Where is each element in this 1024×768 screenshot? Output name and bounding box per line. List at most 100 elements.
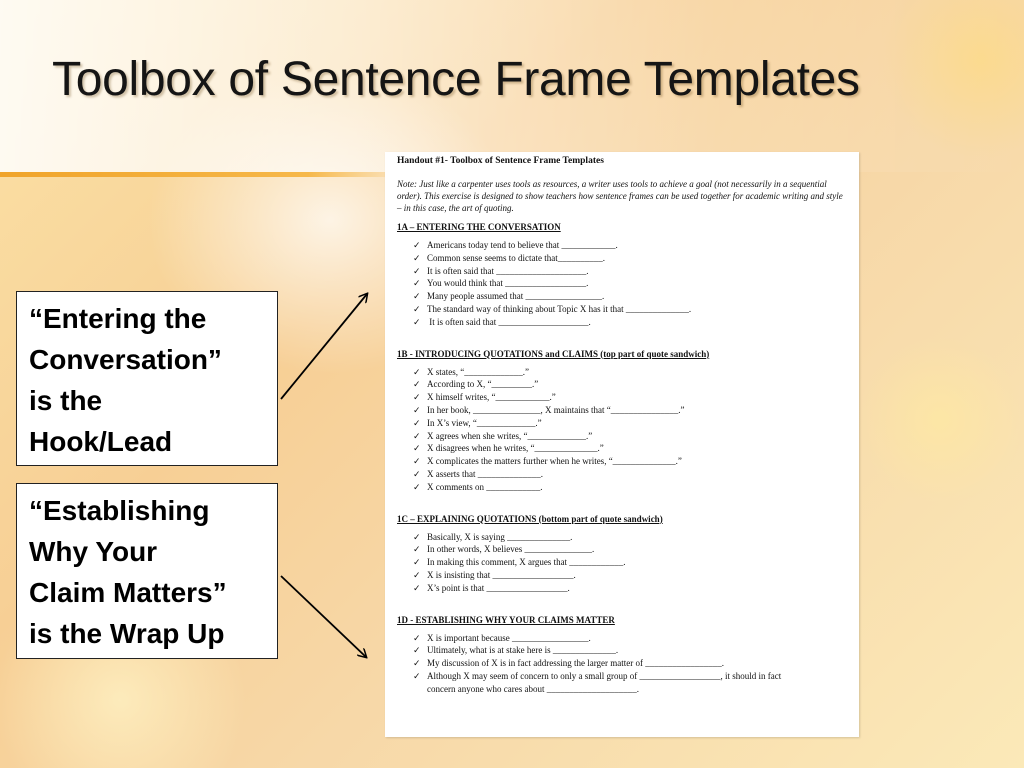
section-heading: 1A – ENTERING THE CONVERSATION <box>397 222 561 232</box>
check-icon: ✓ <box>413 291 421 302</box>
check-icon: ✓ <box>413 379 421 390</box>
check-icon: ✓ <box>413 544 421 555</box>
list-item: ✓ X asserts that ______________. <box>413 468 849 481</box>
list-item-text: X comments on ____________. <box>427 481 543 492</box>
check-icon: ✓ <box>413 481 421 492</box>
handout-section: 1C – EXPLAINING QUOTATIONS (bottom part … <box>397 514 849 595</box>
check-icon: ✓ <box>413 430 421 441</box>
list-item-text: The standard way of thinking about Topic… <box>427 303 692 314</box>
list-item-text: Americans today tend to believe that ___… <box>427 240 618 250</box>
list-item-text: X is insisting that __________________. <box>427 569 576 580</box>
slide-title: Toolbox of Sentence Frame Templates <box>52 53 860 106</box>
list-item-text: X is important because _________________… <box>427 632 591 643</box>
handout-section: 1D - ESTABLISHING WHY YOUR CLAIMS MATTER… <box>397 615 849 696</box>
list-item: ✓ You would think that __________________… <box>413 277 849 290</box>
list-item-text: X agrees when she writes, “_____________… <box>427 430 593 441</box>
check-icon: ✓ <box>413 658 421 669</box>
list-item: ✓ In making this comment, X argues that _… <box>413 556 849 569</box>
handout-title: Handout #1- Toolbox of Sentence Frame Te… <box>397 156 604 166</box>
list-item-text: Although X may seem of concern to only a… <box>427 670 782 681</box>
list-item-text: X asserts that ______________. <box>427 468 543 479</box>
list-item-text: In X’s view, “_____________.” <box>427 417 542 428</box>
list-item-text: X complicates the matters further when h… <box>427 456 682 467</box>
handout-sections: 1A – ENTERING THE CONVERSATION ✓ Americans… <box>397 222 849 696</box>
callout-entering-conversation: “Entering the Conversation” is the Hook/… <box>16 291 278 466</box>
check-icon: ✓ <box>413 252 421 263</box>
check-icon: ✓ <box>413 404 421 415</box>
callout-line: Hook/Lead <box>29 426 173 457</box>
list-item: ✓ X is insisting that __________________. <box>413 569 849 582</box>
list-item: ✓ In her book, _______________, X maintai… <box>413 404 849 417</box>
list-item-text: It is often said that __________________… <box>427 265 589 276</box>
list-item-text: Basically, X is saying ______________. <box>427 531 573 542</box>
list-item: ✓ It is often said that ________________… <box>413 316 849 329</box>
check-icon: ✓ <box>413 303 421 314</box>
check-icon: ✓ <box>413 632 421 643</box>
list-item-text: X states, “_____________.” <box>427 366 529 377</box>
check-icon: ✓ <box>413 569 421 580</box>
list-item-text: My discussion of X is in fact addressing… <box>427 658 725 669</box>
check-icon: ✓ <box>413 531 421 542</box>
list-item-text: Many people assumed that _______________… <box>427 291 605 302</box>
callout-line: Conversation” <box>29 344 222 375</box>
check-icon: ✓ <box>413 670 421 681</box>
list-item: ✓ Many people assumed that ______________… <box>413 290 849 303</box>
check-icon: ✓ <box>413 645 421 656</box>
list-item: ✓ Common sense seems to dictate that_____… <box>413 252 849 265</box>
callout-line: is the <box>29 385 103 416</box>
list-item: ✓ The standard way of thinking about Topi… <box>413 303 849 316</box>
check-icon: ✓ <box>413 366 421 377</box>
list-item-text: X’s point is that __________________. <box>427 582 570 593</box>
sentence-frame-list: ✓Basically, X is saying ______________.✓… <box>397 531 849 595</box>
callout-line: Why Your <box>29 536 158 567</box>
list-item-text: You would think that __________________. <box>427 278 589 289</box>
handout-section: 1A – ENTERING THE CONVERSATION ✓ Americans… <box>397 222 849 329</box>
callout-line: is the Wrap Up <box>29 618 225 649</box>
check-icon: ✓ <box>413 443 421 454</box>
list-item: ✓ Basically, X is saying ______________. <box>413 531 849 544</box>
list-item-text: In her book, _______________, X maintain… <box>427 404 685 415</box>
list-item-text: It is often said that __________________… <box>427 316 591 327</box>
check-icon: ✓ <box>413 240 421 250</box>
list-item: ✓ According to X, “_________.” <box>413 378 849 391</box>
list-item-text: According to X, “_________.” <box>427 379 539 390</box>
list-item: ✓ Americans today tend to believe that __… <box>413 239 849 252</box>
check-icon: ✓ <box>413 582 421 593</box>
list-item: ✓It is often said that _________________… <box>413 265 849 278</box>
callout-establishing-claim: “Establishing Why Your Claim Matters” is… <box>16 483 278 659</box>
sentence-frame-list: ✓ Americans today tend to believe that __… <box>397 239 849 329</box>
list-item-text: In other words, X believes _____________… <box>427 544 595 555</box>
arrow-up <box>280 294 367 400</box>
callout-line: “Entering the <box>29 303 207 334</box>
check-icon: ✓ <box>413 468 421 479</box>
check-icon: ✓ <box>413 456 421 467</box>
title-band <box>0 0 1024 172</box>
list-item-text: In making this comment, X argues that __… <box>427 557 626 568</box>
list-item-continuation: concern anyone who cares about _________… <box>427 683 639 694</box>
handout-note: Note: Just like a carpenter uses tools a… <box>397 179 843 213</box>
list-item-text: Common sense seems to dictate that______… <box>427 252 605 263</box>
list-item: ✓ X disagrees when he writes, “__________… <box>413 442 849 455</box>
list-item: ✓ X states, “_____________.” <box>413 366 849 379</box>
check-icon: ✓ <box>413 278 421 289</box>
sentence-frame-list: ✓ X states, “_____________.” ✓ According to… <box>397 366 849 494</box>
handout-document: Handout #1- Toolbox of Sentence Frame Te… <box>385 152 859 737</box>
sentence-frame-list: ✓ X is important because ________________… <box>397 632 849 683</box>
list-item: ✓ My discussion of X is in fact addressin… <box>413 657 849 670</box>
list-item: ✓ X’s point is that __________________. <box>413 582 849 595</box>
callout-line: Claim Matters” <box>29 577 227 608</box>
list-item: ✓ In other words, X believes ____________… <box>413 543 849 556</box>
list-item: ✓ Although X may seem of concern to only … <box>413 670 849 683</box>
list-item: ✓ X is important because ________________… <box>413 632 849 645</box>
list-item-text: X disagrees when he writes, “___________… <box>427 443 604 454</box>
arrow-down <box>280 575 366 657</box>
section-heading: 1B - INTRODUCING QUOTATIONS and CLAIMS (… <box>397 348 710 359</box>
check-icon: ✓ <box>413 557 421 568</box>
section-heading: 1C – EXPLAINING QUOTATIONS (bottom part … <box>397 513 663 524</box>
check-icon: ✓ <box>413 316 421 327</box>
handout-section: 1B - INTRODUCING QUOTATIONS and CLAIMS (… <box>397 349 849 494</box>
list-item: ✓ X comments on ____________. <box>413 481 849 494</box>
list-item: ✓X himself writes, “____________.” <box>413 391 849 404</box>
list-item: ✓ X complicates the matters further when … <box>413 455 849 468</box>
list-item-text: Ultimately, what is at stake here is ___… <box>427 645 619 656</box>
